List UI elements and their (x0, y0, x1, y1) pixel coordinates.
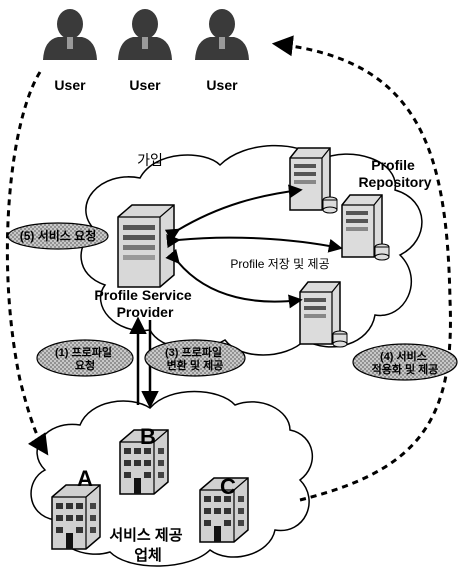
svg-text:(5) 서비스 요청: (5) 서비스 요청 (20, 228, 97, 243)
repository-label: Profile Repository (358, 157, 431, 190)
svg-text:(4) 서비스 적용화 및 제공: (4) 서비스 적용화 및 제공 (372, 349, 439, 376)
user-icon (43, 9, 97, 60)
service-provider-server-icon (117, 204, 175, 288)
providers-title: 서비스 제공 업체 (109, 527, 186, 564)
service-request-path (5, 71, 49, 456)
svg-text:(3) 프로파일 변환 및 제공: (3) 프로파일 변환 및 제공 (165, 345, 225, 372)
repository-link-arrow (164, 184, 303, 242)
user-label: User (206, 77, 238, 93)
building-a-icon (51, 484, 101, 550)
repository-link-arrow (165, 248, 303, 309)
step-oval-request-service: (5) 서비스 요청 (7, 222, 109, 250)
user-label: User (54, 77, 86, 93)
step-oval-apply-service: (4) 서비스 적용화 및 제공 (352, 343, 458, 381)
step-oval-convert-provide: (3) 프로파일 변환 및 제공 (144, 339, 246, 377)
user-label: User (129, 77, 161, 93)
building-label: A (77, 466, 93, 491)
step-oval-request-profile: (1) 프로파일 요청 (36, 339, 134, 377)
join-label: 가입 (137, 152, 163, 168)
store-provide-label: Profile 저장 및 제공 (230, 257, 329, 271)
repository-server-icon (299, 281, 348, 348)
building-label: B (140, 424, 156, 449)
user-icon (195, 9, 249, 60)
repository-server-icon (341, 194, 390, 261)
repository-link-arrow (166, 234, 343, 253)
user-icon (118, 9, 172, 60)
service-delivery-path (271, 35, 452, 502)
repository-server-icon (289, 147, 338, 214)
building-label: C (220, 474, 236, 499)
svg-text:(1) 프로파일 요청: (1) 프로파일 요청 (55, 345, 115, 372)
